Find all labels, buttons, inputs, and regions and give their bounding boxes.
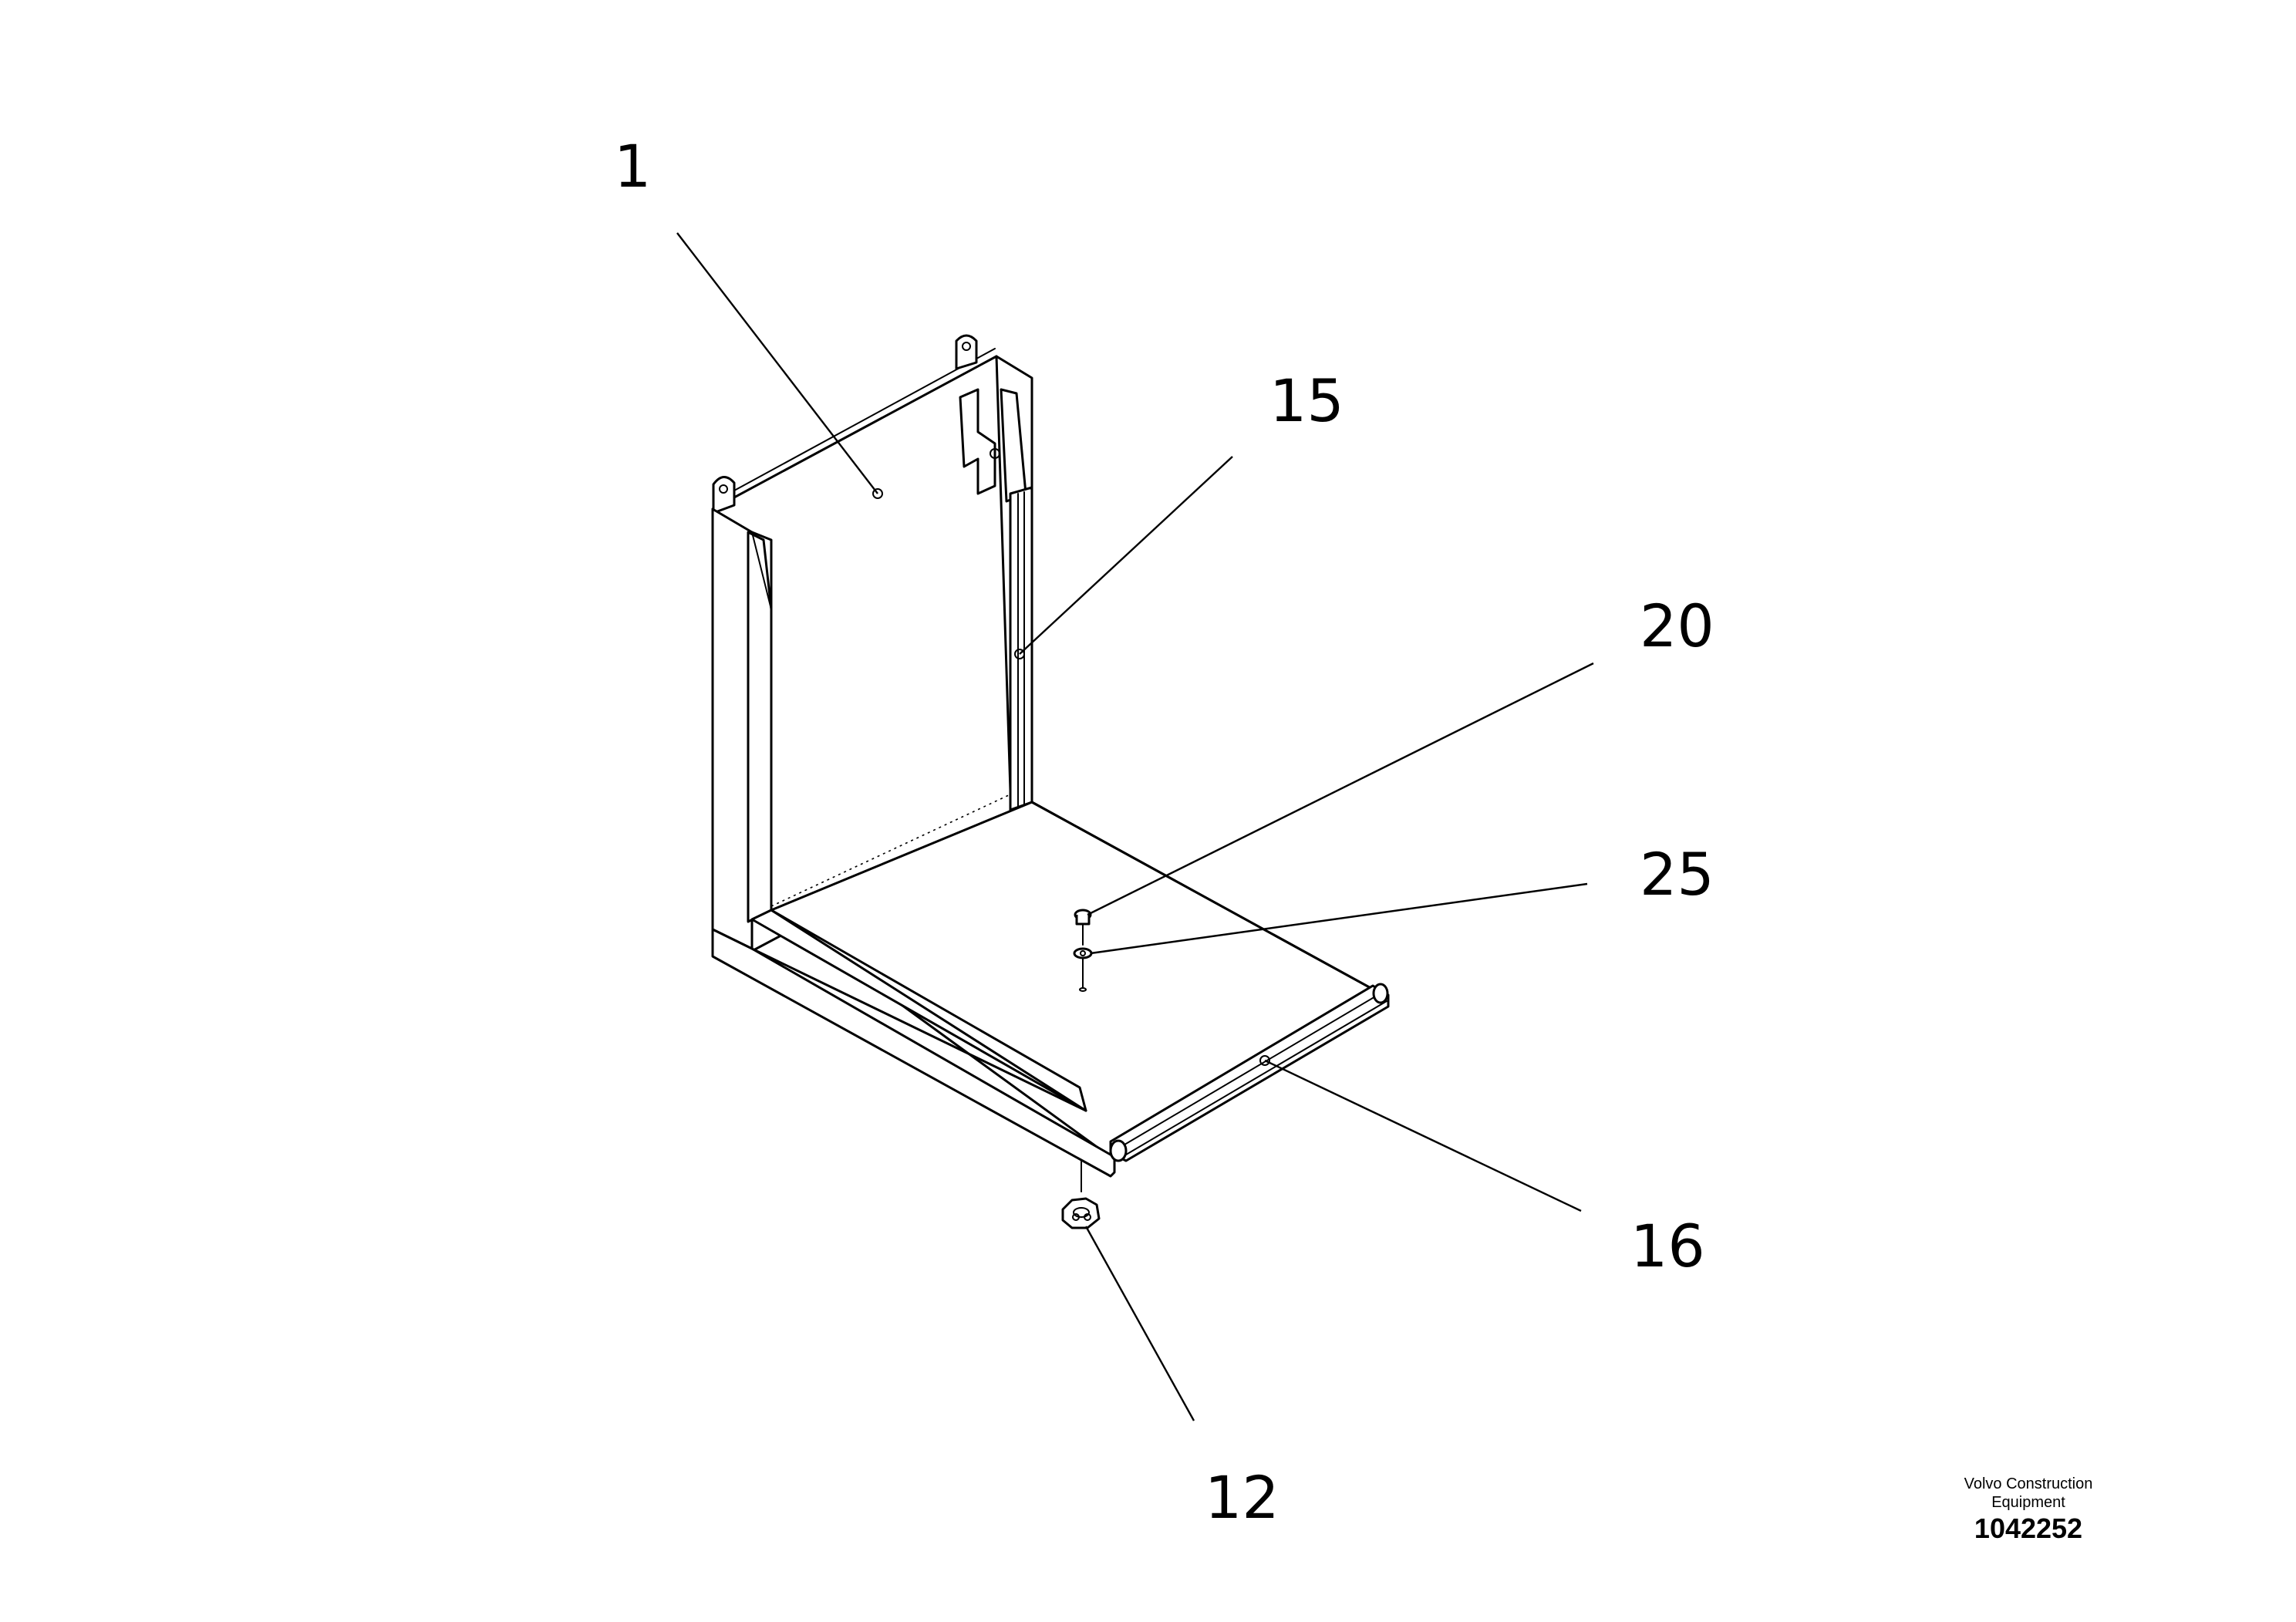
leader-15 [1019, 456, 1233, 655]
leader-12 [1084, 1226, 1195, 1421]
leader-25 [1090, 882, 1588, 955]
callout-labels: 1 15 20 25 16 12 [614, 132, 1714, 1532]
leader-1 [676, 232, 878, 494]
leader-20 [1087, 662, 1594, 916]
callout-15: 15 [1269, 366, 1344, 435]
leader-16 [1264, 1059, 1582, 1212]
brand-name-line-2: Equipment [1991, 1494, 2065, 1511]
callout-20: 20 [1640, 592, 1714, 660]
callout-25: 25 [1640, 840, 1714, 909]
front-lip [711, 909, 1116, 1178]
knob-nut [1061, 1160, 1101, 1229]
brand-name-line-1: Volvo Construction [1964, 1475, 2093, 1492]
leader-lines [676, 232, 1594, 1421]
drawing-number: 1042252 [1974, 1512, 2083, 1544]
callout-16: 16 [1630, 1212, 1705, 1280]
callout-12: 12 [1205, 1463, 1279, 1532]
brand-block: Volvo Construction Equipment 1042252 [1905, 1475, 2152, 1546]
callout-1: 1 [614, 132, 651, 201]
left-side-wall [711, 508, 773, 950]
front-bar [1109, 983, 1390, 1162]
